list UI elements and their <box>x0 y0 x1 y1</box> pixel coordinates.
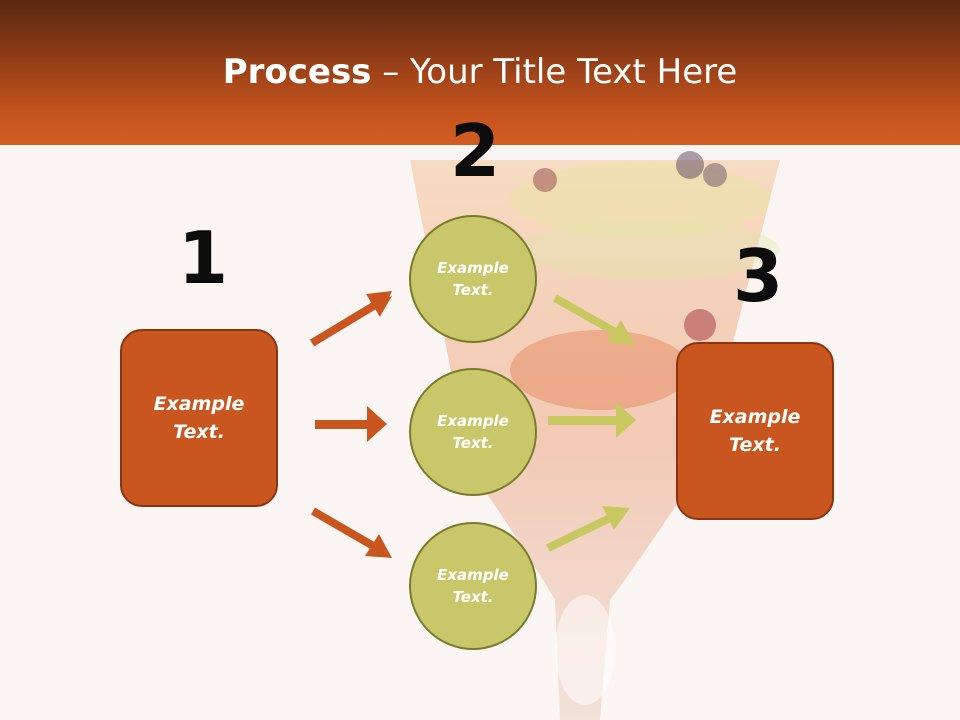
arrow-left-to-top <box>309 291 392 347</box>
step-number-2: 2 <box>450 109 501 193</box>
right-box-line1: Example <box>709 405 801 428</box>
title-bold: Process <box>222 52 372 92</box>
circle-middle-line2: Text. <box>452 434 494 452</box>
arrow-bottom-to-right <box>546 506 630 552</box>
step-number-1: 1 <box>178 216 229 300</box>
step-number-3: 3 <box>733 234 784 318</box>
arrow-left-to-bottom <box>310 507 392 558</box>
title-bar <box>0 0 960 145</box>
title-rest: – Your Title Text Here <box>371 52 738 92</box>
left-box-line1: Example <box>153 392 245 415</box>
page-title: Process – Your Title Text Here <box>0 52 960 92</box>
arrow-left-to-middle <box>315 406 387 442</box>
circle-top-line2: Text. <box>452 281 494 299</box>
circle-top-line1: Example <box>437 258 509 277</box>
circle-bottom-line2: Text. <box>452 588 494 606</box>
left-box-line2: Text. <box>173 421 225 443</box>
circle-bottom-line1: Example <box>437 565 509 584</box>
arrow-top-to-right <box>553 294 635 345</box>
right-box-line2: Text. <box>729 434 781 456</box>
arrow-middle-to-right <box>548 402 636 438</box>
circle-middle-line1: Example <box>437 411 509 430</box>
